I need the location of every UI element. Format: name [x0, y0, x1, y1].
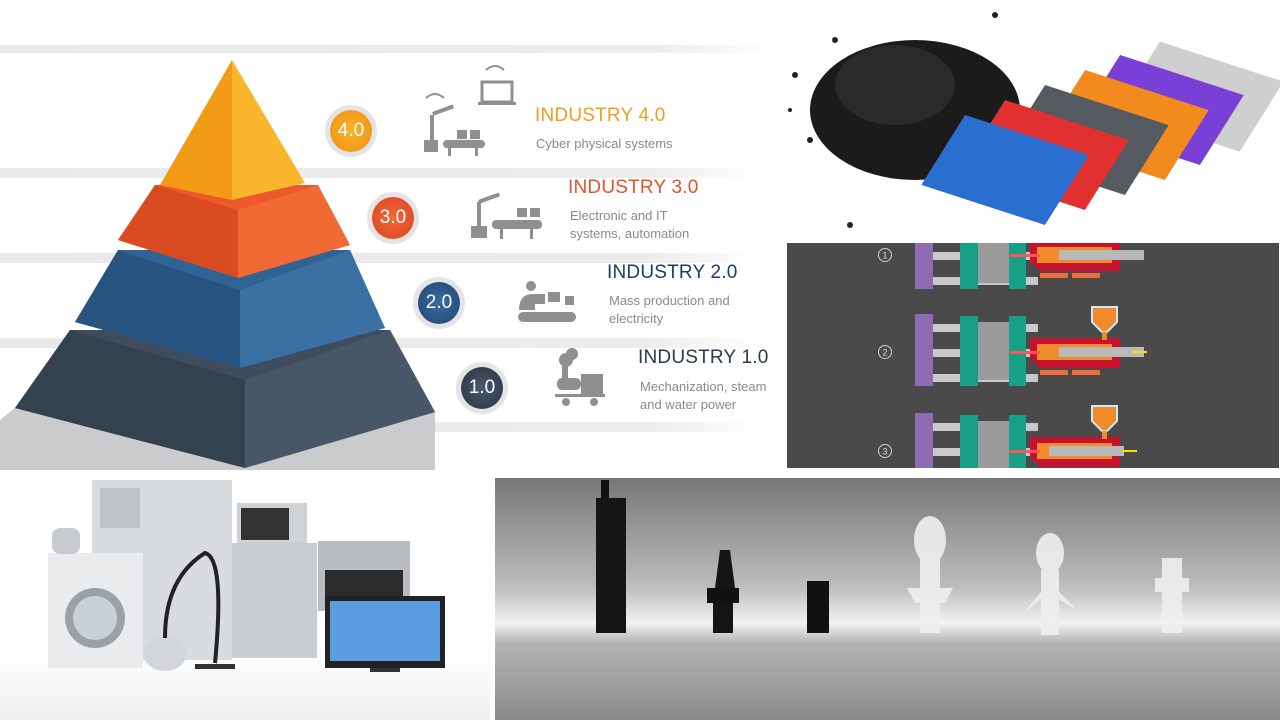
dishwasher	[232, 543, 317, 658]
white-nylon-rivet	[1023, 533, 1077, 635]
industry-2-title: INDUSTRY 2.0	[607, 262, 738, 283]
industry-2-description: Mass production and electricity	[609, 293, 730, 326]
pyramid-layer-1	[15, 330, 435, 468]
kettle	[52, 528, 80, 554]
industry-1-description: Mechanization, steam and water power	[640, 379, 767, 412]
step-number-circle	[878, 444, 892, 458]
industry-3-title: INDUSTRY 3.0	[568, 177, 699, 198]
step-number: 2	[882, 348, 887, 358]
industry-4-title: INDUSTRY 4.0	[535, 105, 666, 126]
badge-industry-2: 2.0	[418, 282, 460, 324]
white-nylon-push-clip	[1155, 558, 1189, 633]
black-hex-spacer-short	[807, 581, 829, 633]
step-number: 3	[882, 447, 887, 457]
white-nylon-clip	[907, 516, 953, 633]
divider-band	[0, 168, 760, 178]
black-snap-spacer	[707, 550, 739, 633]
pyramid-base	[0, 408, 435, 470]
step-number: 1	[882, 251, 887, 261]
pyramid-layer-3	[118, 185, 350, 278]
industry-pyramid-infographic: 4.0 3.0 2.0 1.0	[0, 40, 775, 470]
molding-stage-1: 1	[878, 243, 1144, 289]
pyramid-layer-4	[160, 60, 305, 200]
step-number-circle	[878, 248, 892, 262]
pyramid-graphic	[0, 45, 770, 470]
colored-plastic-sheets	[921, 41, 1280, 226]
pyramid-layer-2	[75, 250, 385, 368]
badge-industry-4: 4.0	[330, 110, 372, 152]
black-hex-standoff-long	[596, 480, 626, 633]
badge-industry-1: 1.0	[461, 367, 503, 409]
molding-stage-3: 3	[878, 405, 1137, 468]
industry-1-title: INDUSTRY 1.0	[638, 347, 769, 368]
divider-band	[0, 253, 760, 263]
industry-3-description: Electronic and IT systems, automation	[570, 208, 690, 241]
industry-4-description: Cyber physical systems	[536, 136, 673, 151]
step-number-circle	[878, 345, 892, 359]
plastic-granules-and-sheets-photo	[775, 0, 1280, 238]
plastic-fasteners-photo	[495, 478, 1280, 720]
injection-molding-diagram: 1 2 3	[787, 243, 1279, 468]
molding-stage-2: 2	[878, 306, 1147, 386]
divider-band	[0, 45, 770, 53]
badge-industry-3: 3.0	[372, 197, 414, 239]
vacuum-cleaner	[143, 635, 187, 671]
home-appliances-photo	[0, 478, 490, 720]
